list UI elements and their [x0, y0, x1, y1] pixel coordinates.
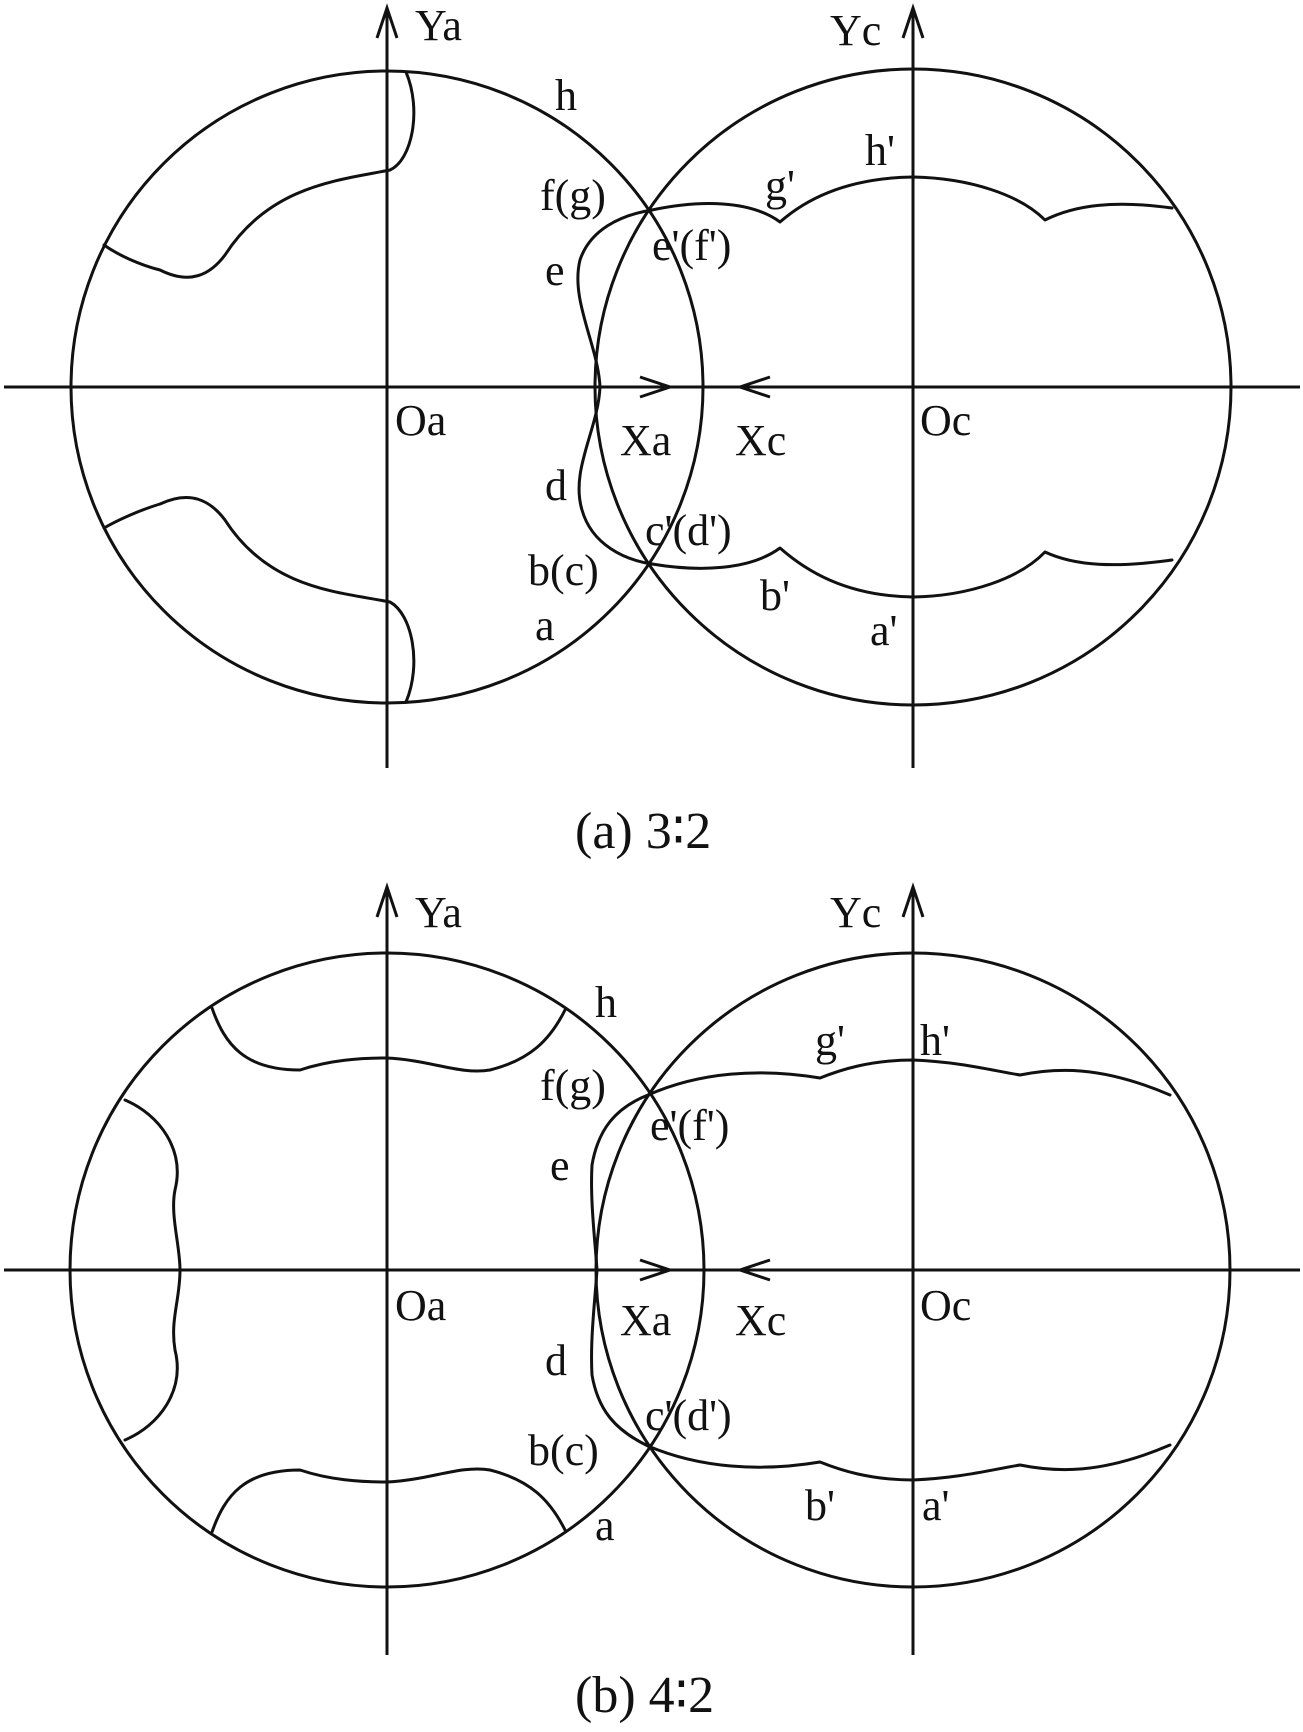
point-label: g': [765, 161, 795, 210]
point-label: h: [555, 71, 577, 120]
point-label: b(c): [528, 546, 599, 595]
point-label: f(g): [540, 1061, 606, 1110]
female-lobe-top: [646, 1058, 1172, 1097]
xa-arrow-icon: [600, 1258, 675, 1282]
ya-arrow-icon: [375, 3, 399, 39]
point-label: d: [545, 1336, 567, 1385]
male-lobe-top: [102, 70, 416, 279]
point-label: b(c): [528, 1426, 599, 1475]
point-label: d: [545, 461, 567, 510]
point-label: e'(f'): [650, 1101, 729, 1150]
female-lobe-bottom: [646, 1443, 1172, 1482]
point-label: a': [870, 606, 897, 655]
label-ya: Ya: [415, 888, 462, 937]
xc-arrow-icon: [735, 375, 810, 399]
label-oa: Oa: [395, 396, 446, 445]
xc-arrow-icon: [735, 1258, 810, 1282]
label-xc: Xc: [735, 1296, 786, 1345]
label-yc: Yc: [830, 888, 881, 937]
point-label: f(g): [540, 171, 606, 220]
label-yc: Yc: [830, 6, 881, 55]
point-label: h': [920, 1016, 950, 1065]
point-label: a': [922, 1481, 949, 1530]
ya-arrow-icon: [375, 882, 399, 918]
label-xa: Xa: [620, 1296, 671, 1345]
male-lobe-top: [210, 1006, 567, 1073]
label-oc: Oc: [920, 396, 971, 445]
point-label: g': [815, 1016, 845, 1065]
point-label: b': [805, 1481, 835, 1530]
male-lobe-left: [123, 1098, 182, 1442]
point-label: e'(f'): [652, 221, 731, 270]
point-label: h: [595, 978, 617, 1027]
point-label: c'(d'): [645, 1391, 732, 1440]
caption: (b) 4∶2: [575, 1667, 714, 1724]
label-xc: Xc: [735, 416, 786, 465]
label-oc: Oc: [920, 1281, 971, 1330]
label-oa: Oa: [395, 1281, 446, 1330]
point-label: e: [545, 246, 565, 295]
yc-arrow-icon: [901, 3, 925, 39]
male-rotor-circle: [68, 951, 706, 1589]
panel-a: Ya Yc Oa Oc Xa Xc h f(g) e d b(c) a g' h…: [4, 1, 1300, 860]
female-rotor-circle: [593, 67, 1233, 707]
xa-arrow-icon: [600, 375, 675, 399]
point-label: e: [550, 1141, 570, 1190]
yc-arrow-icon: [901, 882, 925, 918]
point-label: a: [535, 601, 555, 650]
point-label: b': [760, 571, 790, 620]
point-label: h': [865, 126, 895, 175]
caption: (a) 3∶2: [575, 803, 711, 860]
point-label: a: [595, 1501, 615, 1550]
label-xa: Xa: [620, 416, 671, 465]
male-lobe-right: [576, 208, 654, 566]
female-lobe-bottom: [650, 546, 1174, 599]
point-label: c'(d'): [645, 506, 732, 555]
male-lobe-right: [590, 1093, 650, 1448]
male-lobe-bottom: [102, 495, 416, 704]
male-lobe-bottom: [210, 1467, 567, 1534]
panel-b: Ya Yc Oa Oc Xa Xc h f(g) e d b(c) a g' h…: [4, 882, 1300, 1724]
label-ya: Ya: [415, 1, 462, 50]
female-lobe-top: [650, 175, 1174, 224]
male-rotor-circle: [69, 69, 705, 705]
